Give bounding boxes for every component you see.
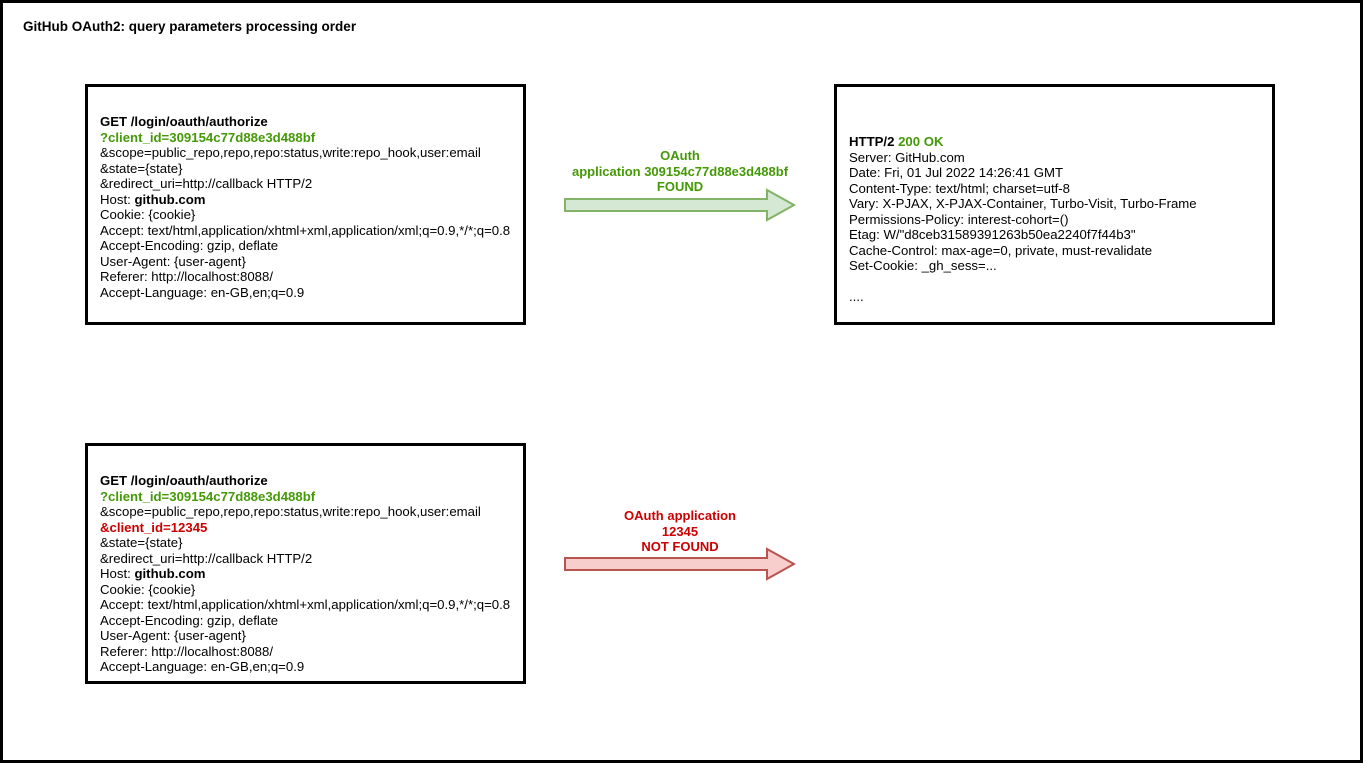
- header-line: HTTP/2 200 OK: [849, 134, 1260, 150]
- header-text-segment: HTTP/2: [849, 134, 899, 149]
- header-line: Cookie: {cookie}: [100, 582, 511, 598]
- header-text-segment: &redirect_uri=http://callback HTTP/2: [100, 176, 313, 191]
- header-text-segment: Content-Type: text/html; charset=utf-8: [849, 180, 1070, 196]
- arrow-label-line: FOUND: [656, 179, 704, 194]
- arrow-shape: [564, 188, 797, 222]
- header-line: Date: Fri, 01 Jul 2022 14:26:41 GMT: [849, 165, 1260, 181]
- header-text-segment: Cache-Control: max-age=0, private, must-…: [849, 242, 1153, 258]
- header-text-segment: User-Agent: {user-agent}: [100, 253, 246, 269]
- header-text-segment: &state={state}: [100, 535, 183, 550]
- header-line: &scope=public_repo,repo,repo:status,writ…: [100, 145, 511, 161]
- header-text-segment: Accept: text/html,application/xhtml+xml,…: [100, 222, 511, 238]
- header-line: Host: github.com: [100, 192, 511, 208]
- header-line: Server: GitHub.com: [849, 150, 1260, 166]
- header-line: Referer: http://localhost:8088/: [100, 644, 511, 660]
- header-line: Accept-Language: en-GB,en;q=0.9: [100, 285, 511, 301]
- header-line: Referer: http://localhost:8088/: [100, 269, 511, 285]
- header-line: ....: [849, 289, 1260, 305]
- header-line: Etag: W/"d8ceb31589391263b50ea2240f7f44b…: [849, 227, 1260, 243]
- header-text-segment: Referer: http://localhost:8088/: [100, 269, 274, 284]
- header-text-segment: Date: Fri, 01 Jul 2022 14:26:41 GMT: [849, 165, 1064, 180]
- header-text-segment: Permissions-Policy: interest-cohort=(): [849, 211, 1069, 227]
- header-text-segment: &client_id=12345: [100, 519, 208, 535]
- header-text-segment: Host:: [100, 191, 135, 207]
- header-line: User-Agent: {user-agent}: [100, 628, 511, 644]
- header-line: Accept-Encoding: gzip, deflate: [100, 238, 511, 254]
- header-text-segment: github.com: [134, 191, 206, 207]
- header-line: &client_id=12345: [100, 520, 511, 536]
- header-line: Accept-Encoding: gzip, deflate: [100, 613, 511, 629]
- header-text-segment: ?client_id=309154c77d88e3d488bf: [100, 129, 316, 145]
- header-text-segment: Vary: X-PJAX, X-PJAX-Container, Turbo-Vi…: [849, 196, 1197, 211]
- header-text-segment: ....: [849, 289, 864, 304]
- arrow-shape: [564, 547, 797, 581]
- header-text-segment: Referer: http://localhost:8088/: [100, 643, 274, 659]
- header-text-segment: &redirect_uri=http://callback HTTP/2: [100, 550, 313, 566]
- header-text-segment: Accept-Encoding: gzip, deflate: [100, 612, 279, 628]
- header-text-segment: Set-Cookie: _gh_sess=...: [849, 258, 997, 273]
- diagram-title: GitHub OAuth2: query parameters processi…: [23, 19, 357, 34]
- header-line: Host: github.com: [100, 566, 511, 582]
- header-line: [849, 274, 1260, 290]
- arrow-label-line: application 309154c77d88e3d488bf: [571, 163, 789, 179]
- header-text-segment: &state={state}: [100, 160, 183, 176]
- header-text-segment: User-Agent: {user-agent}: [100, 628, 246, 643]
- arrow-label-line: NOT FOUND: [641, 539, 719, 554]
- header-line: User-Agent: {user-agent}: [100, 254, 511, 270]
- header-line: ?client_id=309154c77d88e3d488bf: [100, 130, 511, 146]
- header-line: Accept: text/html,application/xhtml+xml,…: [100, 223, 511, 239]
- header-line: &scope=public_repo,repo,repo:status,writ…: [100, 504, 511, 520]
- header-text-segment: Host:: [100, 566, 135, 581]
- header-text-segment: GET /login/oauth/authorize: [100, 473, 268, 488]
- header-text-segment: github.com: [134, 566, 206, 581]
- header-line: ?client_id=309154c77d88e3d488bf: [100, 489, 511, 505]
- right-arrow-icon-found: [564, 188, 797, 222]
- header-line: &state={state}: [100, 535, 511, 551]
- header-line: Content-Type: text/html; charset=utf-8: [849, 181, 1260, 197]
- header-text-segment: Accept: text/html,application/xhtml+xml,…: [100, 597, 511, 612]
- header-text-segment: Cookie: {cookie}: [100, 581, 196, 597]
- request-box-not-found: GET /login/oauth/authorize?client_id=309…: [85, 443, 526, 684]
- header-line: Accept-Language: en-GB,en;q=0.9: [100, 659, 511, 675]
- arrow-label-line: OAuth application: [624, 508, 736, 523]
- header-text-segment: Accept-Language: en-GB,en;q=0.9: [100, 659, 305, 674]
- right-arrow-icon-not-found: [564, 547, 797, 581]
- header-text-segment: GET /login/oauth/authorize: [100, 114, 268, 129]
- header-line: Vary: X-PJAX, X-PJAX-Container, Turbo-Vi…: [849, 196, 1260, 212]
- header-line: &redirect_uri=http://callback HTTP/2: [100, 551, 511, 567]
- header-text-segment: &scope=public_repo,repo,repo:status,writ…: [100, 504, 481, 519]
- header-text-segment: Etag: W/"d8ceb31589391263b50ea2240f7f44b…: [849, 227, 1136, 242]
- header-line: Cache-Control: max-age=0, private, must-…: [849, 243, 1260, 259]
- header-line: Accept: text/html,application/xhtml+xml,…: [100, 597, 511, 613]
- header-text-segment: Accept-Language: en-GB,en;q=0.9: [100, 284, 305, 300]
- header-line: Permissions-Policy: interest-cohort=(): [849, 212, 1260, 228]
- header-line: &state={state}: [100, 161, 511, 177]
- arrow-label-line: OAuth: [660, 148, 700, 163]
- header-line: GET /login/oauth/authorize: [100, 114, 511, 130]
- header-text-segment: 200 OK: [898, 134, 944, 149]
- header-text-segment: Accept-Encoding: gzip, deflate: [100, 238, 279, 253]
- header-line: Set-Cookie: _gh_sess=...: [849, 258, 1260, 274]
- header-text-segment: &scope=public_repo,repo,repo:status,writ…: [100, 145, 481, 160]
- request-box-found: GET /login/oauth/authorize?client_id=309…: [85, 84, 526, 325]
- header-text-segment: Server: GitHub.com: [849, 149, 965, 165]
- header-line: GET /login/oauth/authorize: [100, 473, 511, 489]
- header-line: Cookie: {cookie}: [100, 207, 511, 223]
- arrow-label-line: 12345: [661, 523, 699, 539]
- header-text-segment: ?client_id=309154c77d88e3d488bf: [100, 488, 316, 504]
- header-line: &redirect_uri=http://callback HTTP/2: [100, 176, 511, 192]
- header-text-segment: Cookie: {cookie}: [100, 207, 196, 222]
